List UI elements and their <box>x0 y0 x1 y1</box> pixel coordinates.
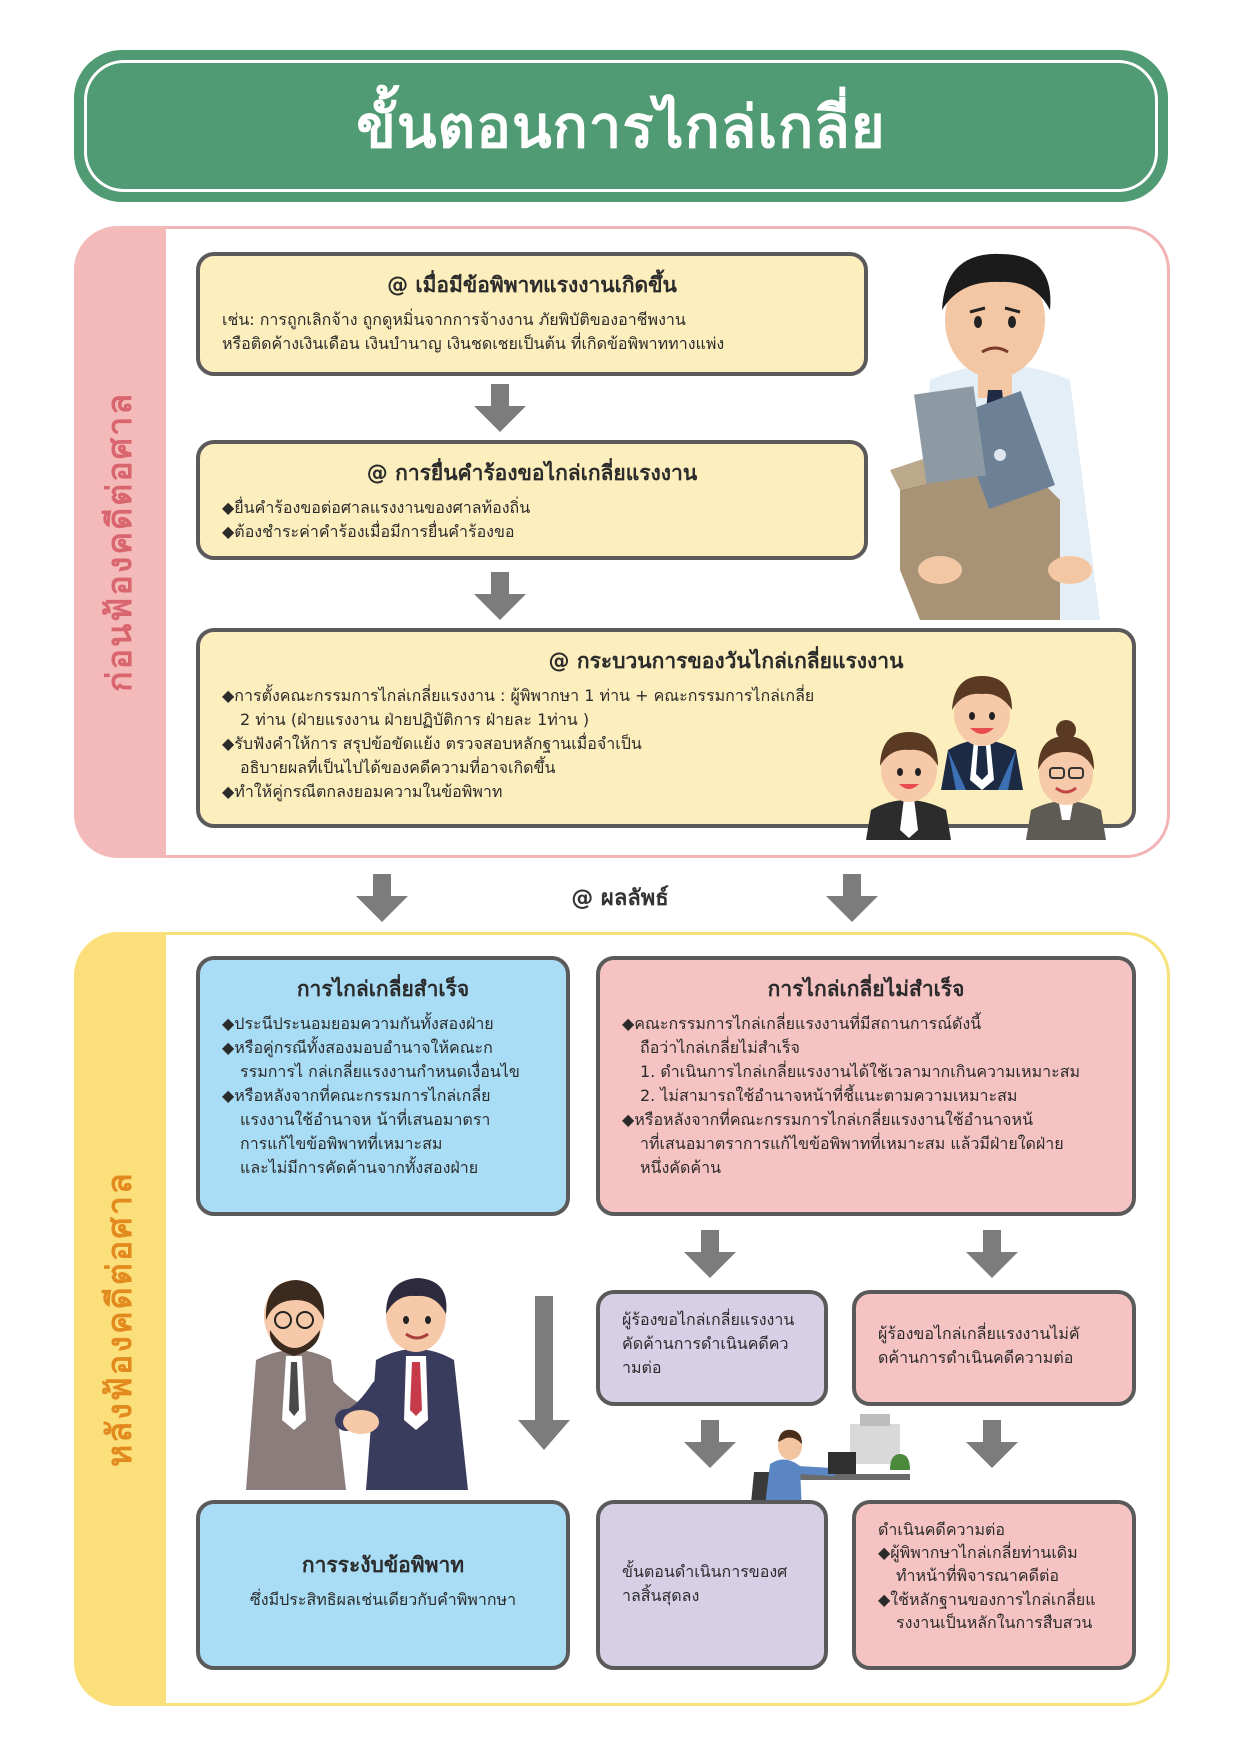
failure-box: การไกล่เกลี่ยไม่สำเร็จ ◆คณะกรรมการไกล่เก… <box>596 956 1136 1216</box>
success-line: และไม่มีการคัดค้านจากทั้งสองฝ่าย <box>240 1157 479 1177</box>
step-process-line: ◆การตั้งคณะกรรมการไกล่เกลี่ยแรงงาน : ผู้… <box>222 685 815 705</box>
success-title: การไกล่เกลี่ยสำเร็จ <box>296 977 470 1001</box>
litigation-end-box: ขั้นตอนดำเนินการของศ าลสิ้นสุดลง <box>596 1500 828 1670</box>
step-process-line: ◆รับฟังคำให้การ สรุปข้อขัดแย้ง ตรวจสอบหล… <box>222 733 642 753</box>
down-arrow <box>684 1420 736 1468</box>
continue-case-line: ◆ผู้พิพากษาไกล่เกลี่ยท่านเดิม <box>878 1543 1078 1563</box>
step-petition-title: @ การยื่นคำร้องขอไกล่เกลี่ยแรงงาน <box>366 461 698 485</box>
resolution-text: ซึ่งมีประสิทธิผลเช่นเดียวกับคำพิพากษา <box>249 1589 517 1609</box>
non-objector-box: ผู้ร้องขอไกล่เกลี่ยแรงงานไม่คั ดค้านการด… <box>852 1290 1136 1406</box>
step-dispute-box: @ เมื่อมีข้อพิพาทแรงงานเกิดขึ้น เช่น: กา… <box>196 252 868 376</box>
objector-line: คัดค้านการดำเนินคดีคว <box>622 1334 789 1353</box>
down-arrow <box>474 572 526 620</box>
worried-worker-illustration <box>890 253 1100 620</box>
down-arrow <box>474 384 526 432</box>
handshake-illustration <box>246 1278 468 1490</box>
step-process-line: 2 ท่าน (ฝ่ายแรงงาน ฝ่ายปฏิบัติการ ฝ่ายละ… <box>240 709 590 729</box>
resolution-box: การระงับข้อพิพาท ซึ่งมีประสิทธิผลเช่นเดี… <box>196 1500 570 1670</box>
objector-line: ผู้ร้องขอไกล่เกลี่ยแรงงาน <box>622 1310 795 1329</box>
step-process-line: ◆ทำให้คู่กรณีตกลงยอมความในข้อพิพาท <box>222 781 503 801</box>
title-banner <box>74 50 1168 202</box>
step-petition-box: @ การยื่นคำร้องขอไกล่เกลี่ยแรงงาน ◆ยื่นค… <box>196 440 868 560</box>
down-arrow <box>966 1230 1018 1278</box>
success-line: ◆หรือหลังจากที่คณะกรรมการไกล่เกลี่ย <box>222 1085 491 1105</box>
down-arrow <box>356 874 408 922</box>
continue-case-line: ◆ใช้หลักฐานของการไกล่เกลี่ยแ <box>878 1589 1096 1609</box>
failure-line: หนึ่งคัดค้าน <box>640 1157 722 1177</box>
step-dispute-title: @ เมื่อมีข้อพิพาทแรงงานเกิดขึ้น <box>387 273 677 297</box>
section-after-label: หลังฟ้องคดีต่อศาล <box>100 1171 140 1467</box>
committee-illustration <box>866 676 1106 840</box>
continue-case-line: รงงานเป็นหลักในการสืบสวน <box>896 1612 1093 1632</box>
down-arrow <box>684 1230 736 1278</box>
continue-case-line: ทำหน้าที่พิจารณาคดีต่อ <box>896 1566 1059 1586</box>
step-petition-line: ◆ยื่นคำร้องขอต่อศาลแรงงานของศาลท้องถิ่น <box>222 497 531 517</box>
failure-line: าที่เสนอมาตราการแก้ไขข้อพิพาทที่เหมาะสม … <box>640 1133 1064 1153</box>
section-after-sidebar <box>74 932 166 1706</box>
down-arrow <box>826 874 878 922</box>
failure-line: ถือว่าไกล่เกลี่ยไม่สำเร็จ <box>640 1037 800 1057</box>
step-dispute-line: หรือติดค้างเงินเดือน เงินบำนาญ เงินชดเชย… <box>222 333 725 353</box>
step-process-line: อธิบายผลที่เป็นไปได้ของคดีความที่อาจเกิด… <box>240 757 556 777</box>
section-before-sidebar <box>74 226 166 858</box>
continue-case-box: ดำเนินคดีความต่อ ◆ผู้พิพากษาไกล่เกลี่ยท่… <box>852 1500 1136 1670</box>
failure-line: ◆คณะกรรมการไกล่เกลี่ยแรงงานที่มีสถานการณ… <box>622 1013 982 1033</box>
failure-line: 1. ดำเนินการไกล่เกลี่ยแรงงานได้ใช้เวลามา… <box>640 1061 1080 1081</box>
office-worker-illustration <box>750 1414 910 1514</box>
non-objector-line: ผู้ร้องขอไกล่เกลี่ยแรงงานไม่คั <box>878 1324 1080 1343</box>
continue-case-line: ดำเนินคดีความต่อ <box>878 1520 1006 1539</box>
objector-line: ามต่อ <box>622 1358 662 1377</box>
page-title: ขั้นตอนการไกล่เกลี่ย <box>356 92 886 161</box>
failure-title: การไกล่เกลี่ยไม่สำเร็จ <box>767 977 965 1001</box>
down-arrow <box>966 1420 1018 1468</box>
result-label: @ ผลลัพธ์ <box>571 886 669 911</box>
step-dispute-line: เช่น: การถูกเลิกจ้าง ถูกดูหมิ่นจากการจ้า… <box>222 309 686 329</box>
success-line: ◆ประนีประนอมยอมความกันทั้งสองฝ่าย <box>222 1013 494 1033</box>
resolution-title: การระงับข้อพิพาท <box>301 1553 465 1577</box>
failure-line: ◆หรือหลังจากที่คณะกรรมการไกล่เกลี่ยแรงงา… <box>622 1109 1034 1129</box>
success-line: แรงงานใช้อำนาจห น้าที่เสนอมาตรา <box>240 1109 491 1129</box>
step-petition-line: ◆ต้องชำระค่าคำร้องเมื่อมีการยื่นคำร้องขอ <box>222 521 515 541</box>
non-objector-line: ดค้านการดำเนินคดีความต่อ <box>878 1348 1074 1367</box>
long-down-arrow <box>518 1296 570 1456</box>
success-line: รรมการไ กล่เกลี่ยแรงงานกำหนดเงื่อนไข <box>240 1061 520 1081</box>
success-box: การไกล่เกลี่ยสำเร็จ ◆ประนีประนอมยอมความก… <box>196 956 570 1216</box>
failure-line: 2. ไม่สามารถใช้อำนาจหน้าที่ชี้แนะตามความ… <box>640 1085 1018 1105</box>
success-line: ◆หรือคู่กรณีทั้งสองมอบอำนาจให้คณะก <box>222 1037 493 1057</box>
litigation-end-line: าลสิ้นสุดลง <box>622 1586 700 1605</box>
step-process-title: @ กระบวนการของวันไกล่เกลี่ยแรงงาน <box>548 649 904 673</box>
title-frame: ขั้นตอนการไกล่เกลี่ย <box>84 60 1158 192</box>
section-before-label: ก่อนฟ้องคดีต่อศาล <box>100 391 140 693</box>
objector-box: ผู้ร้องขอไกล่เกลี่ยแรงงาน คัดค้านการดำเน… <box>596 1290 828 1406</box>
success-line: การแก้ไขข้อพิพาทที่เหมาะสม <box>240 1133 443 1153</box>
litigation-end-line: ขั้นตอนดำเนินการของศ <box>622 1562 788 1581</box>
